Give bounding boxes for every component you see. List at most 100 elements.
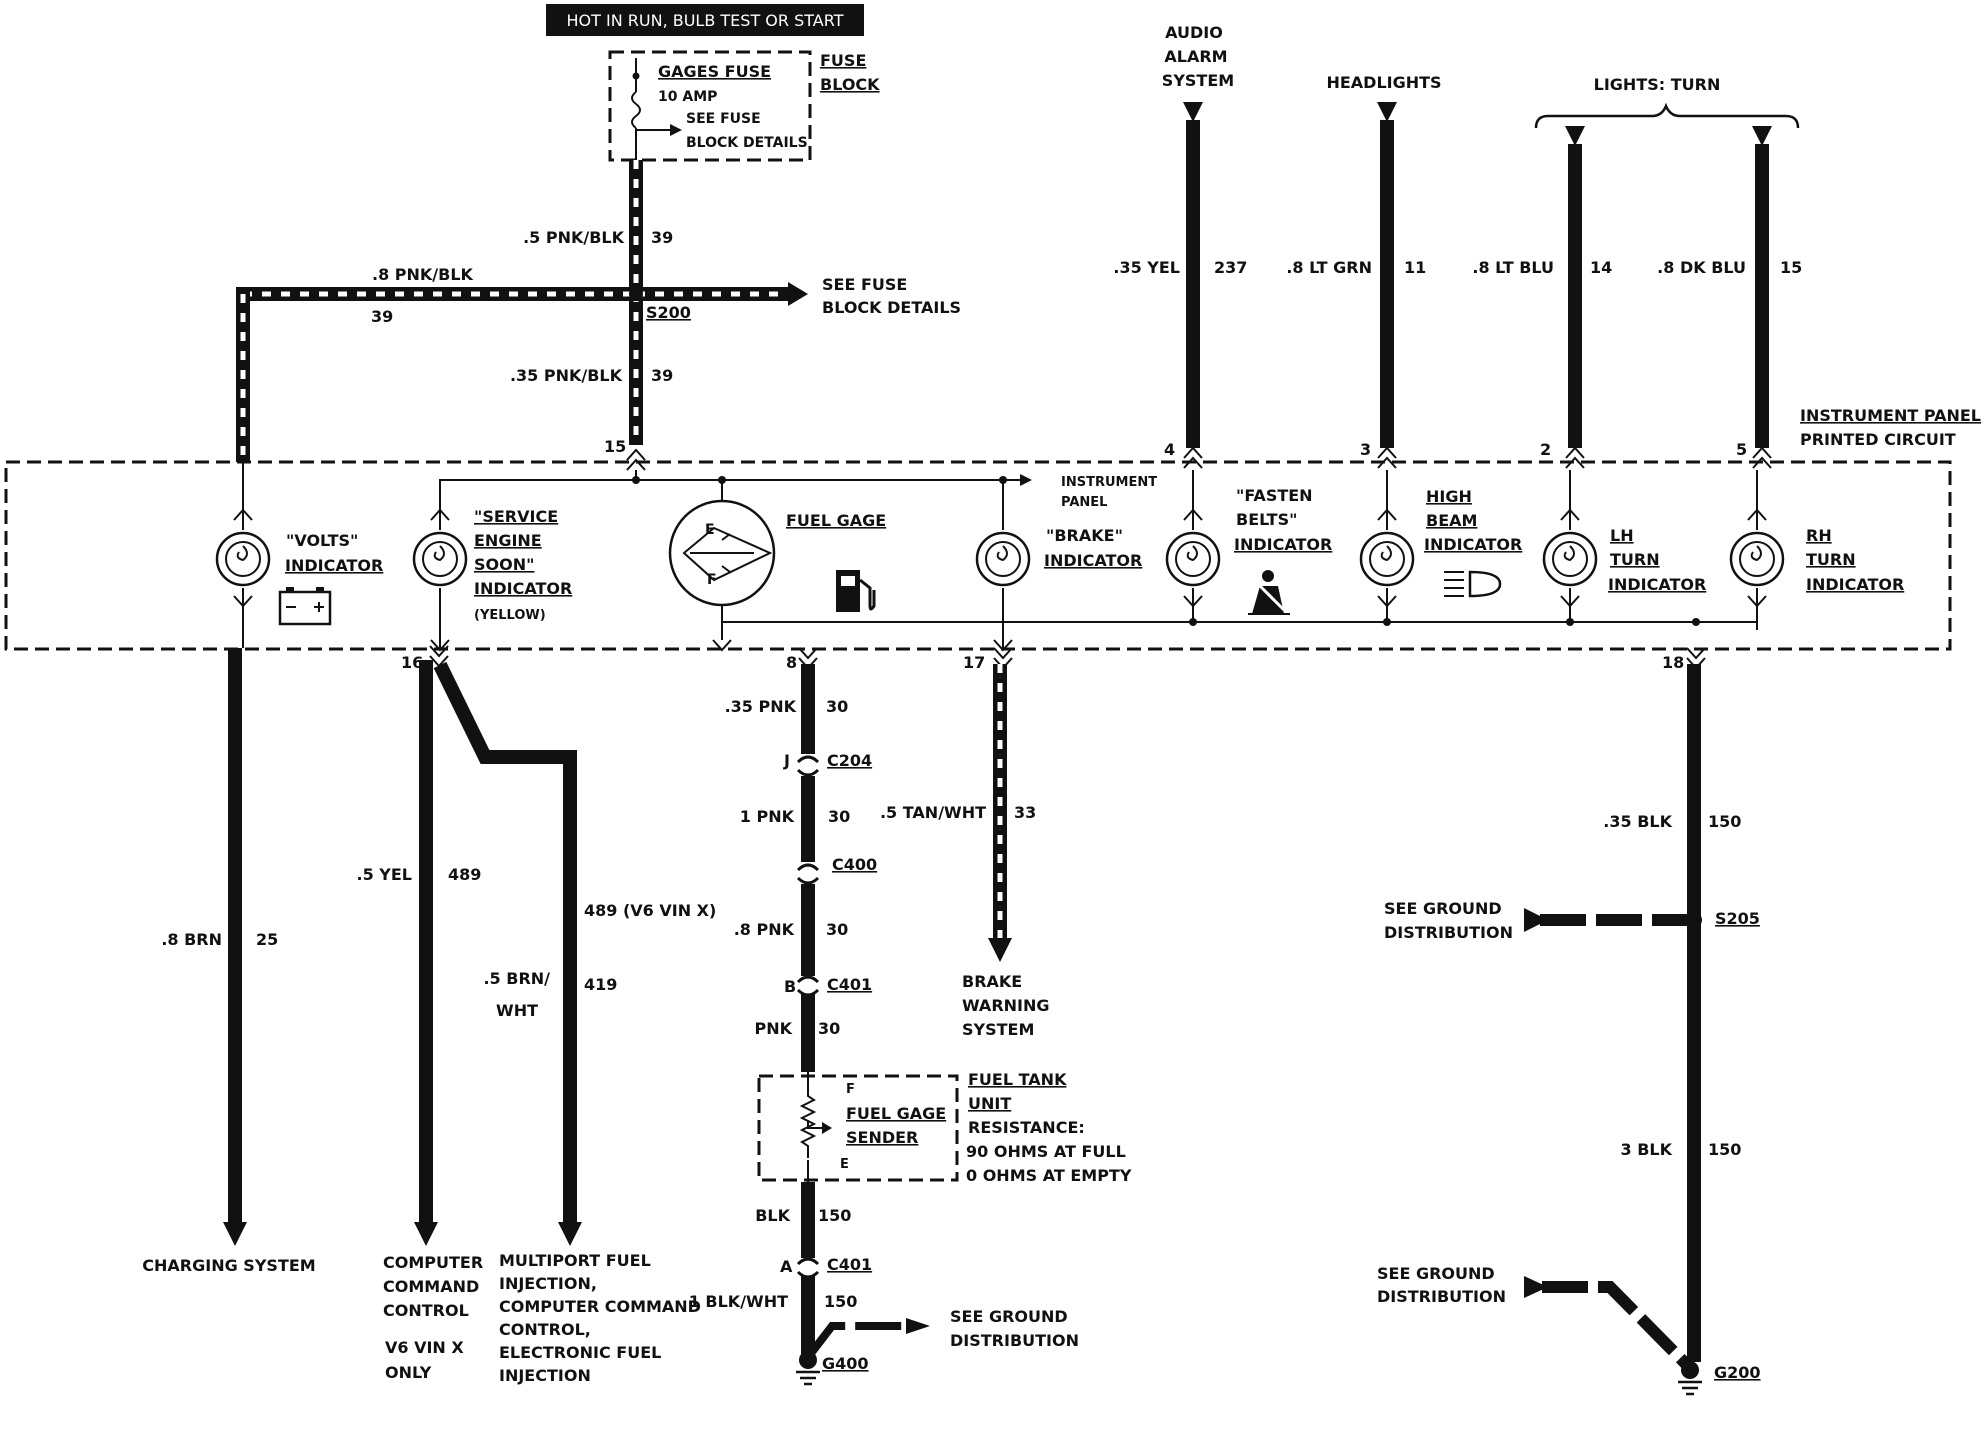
fuel-tank-unit-box [757, 1074, 959, 1182]
brake-sys-label-1: BRAKE [962, 972, 1022, 991]
pnk2-wire-label: 1 PNK [740, 807, 795, 826]
pin-2: 2 [1540, 440, 1551, 459]
mpfi-label-2: INJECTION, [499, 1274, 597, 1293]
pin-15: 15 [604, 437, 626, 456]
ccc-label-2: COMMAND [383, 1277, 479, 1296]
ccc-label-1: COMPUTER [383, 1253, 483, 1272]
c401-pin: B [784, 977, 796, 996]
g200-see-2: DISTRIBUTION [1377, 1287, 1506, 1306]
ccc-label-5: ONLY [385, 1363, 432, 1382]
splice-s200 [629, 287, 643, 301]
pin-4: 4 [1164, 440, 1175, 459]
tank-label-1: FUEL TANK [968, 1070, 1067, 1089]
pnk1-wire-label: .35 PNK [725, 697, 797, 716]
feed-circuit-left: 39 [371, 307, 393, 326]
battery-icon [278, 587, 332, 626]
fuse-symbol [631, 91, 641, 129]
lights-turn-label: LIGHTS: TURN [1594, 75, 1721, 94]
feed-wire-left-label: .8 PNK/BLK [372, 265, 474, 284]
c401b-label: C401 [827, 1255, 872, 1274]
s205-label: S205 [1715, 909, 1760, 928]
lh-label-1: LH [1610, 526, 1634, 545]
pnk3-wire-label: .8 PNK [734, 920, 795, 939]
fuse-block-box [608, 50, 812, 162]
ip-label-2: PANEL [1061, 495, 1107, 510]
ses-label-5: (YELLOW) [474, 608, 546, 623]
seatbelt-icon [1248, 570, 1290, 615]
fuel-gage-label: FUEL GAGE [786, 511, 886, 530]
g400-see-1: SEE GROUND [950, 1307, 1068, 1326]
pnk4-wire-label: PNK [754, 1019, 792, 1038]
fuel-gage-wire [796, 664, 820, 1072]
charging-wire [223, 648, 247, 1246]
brake-sys-label-3: SYSTEM [962, 1020, 1034, 1039]
lh-label-3: INDICATOR [1608, 575, 1706, 594]
ses-label-3: SOON" [474, 555, 534, 574]
rh-wire-label: .8 DK BLU [1657, 258, 1746, 277]
rh-turn-bulb [1729, 470, 1785, 612]
brnwht-wire-label-1: .5 BRN/ [483, 969, 550, 988]
gage-f: F [707, 572, 717, 588]
audio-wire-label: .35 YEL [1113, 258, 1180, 277]
mpfi-label-3: COMPUTER COMMAND [499, 1297, 701, 1316]
tank-label-2: UNIT [968, 1094, 1011, 1113]
charging-label: CHARGING SYSTEM [142, 1256, 315, 1275]
head-wire-label: .8 LT GRN [1286, 258, 1372, 277]
ses-label-4: INDICATOR [474, 579, 572, 598]
ses-label-1: "SERVICE [474, 507, 558, 526]
lights-turn-brace [1534, 102, 1800, 129]
tank-label-3: RESISTANCE: [968, 1118, 1085, 1137]
rh-label-3: INDICATOR [1806, 575, 1904, 594]
fasten-label-3: INDICATOR [1234, 535, 1332, 554]
sender-e: E [840, 1157, 849, 1172]
rh-turn-wire [1752, 126, 1772, 469]
ses-bulb [412, 508, 468, 652]
mpfi-label-5: ELECTRONIC FUEL [499, 1343, 661, 1362]
pin-5: 5 [1736, 440, 1747, 459]
c401b-pin: A [780, 1257, 793, 1276]
ccc-wire [414, 660, 582, 1246]
brake-bulb [975, 525, 1031, 652]
blk3-circuit: 150 [1708, 1140, 1741, 1159]
mpfi-label-6: INJECTION [499, 1366, 591, 1385]
brake-wire [988, 664, 1012, 962]
tanwht-circuit: 33 [1014, 803, 1036, 822]
pin-8: 8 [786, 653, 797, 672]
feed-circuit-top: 39 [651, 228, 673, 247]
g200-label: G200 [1714, 1363, 1761, 1382]
blkwht-circuit: 150 [824, 1292, 857, 1311]
ccc-label-4: V6 VIN X [385, 1338, 464, 1357]
headlights-wire [1377, 102, 1397, 469]
tank-label-4: 90 OHMS AT FULL [966, 1142, 1126, 1161]
rh-label-1: RH [1806, 526, 1832, 545]
fuel-pump-icon [836, 570, 876, 612]
audio-label-3: SYSTEM [1162, 71, 1234, 90]
blk-wire-label: BLK [755, 1206, 790, 1225]
brake-sys-label-2: WARNING [962, 996, 1050, 1015]
s205-see-1: SEE GROUND [1384, 899, 1502, 918]
fuse-amp-label: 10 AMP [658, 89, 717, 105]
ip-label-1: INSTRUMENT [1061, 475, 1157, 490]
sender-f: F [846, 1082, 855, 1097]
feed-wire-top-label: .5 PNK/BLK [523, 228, 625, 247]
lh-label-2: TURN [1610, 550, 1660, 569]
brake-label-1: "BRAKE" [1046, 526, 1123, 545]
pin-17: 17 [963, 653, 985, 672]
fuel-sender-resistor [799, 1072, 832, 1182]
fasten-label-1: "FASTEN [1236, 486, 1313, 505]
lh-turn-wire [1565, 126, 1585, 469]
hb-label-1: HIGH [1426, 487, 1472, 506]
hb-label-3: INDICATOR [1424, 535, 1522, 554]
panel-title-2: PRINTED CIRCUIT [1800, 430, 1956, 449]
lh-turn-bulb [1542, 470, 1598, 622]
v6-circuit: 489 (V6 VIN X) [584, 901, 716, 920]
fasten-label-2: BELTS" [1236, 510, 1297, 529]
sender-label-1: FUEL GAGE [846, 1104, 946, 1123]
c204-label: C204 [827, 751, 872, 770]
brn-wire-label: .8 BRN [161, 930, 222, 949]
feed-wire [236, 160, 808, 462]
mpfi-label-4: CONTROL, [499, 1320, 591, 1339]
g200-see-1: SEE GROUND [1377, 1264, 1495, 1283]
mpfi-label-1: MULTIPORT FUEL [499, 1251, 651, 1270]
